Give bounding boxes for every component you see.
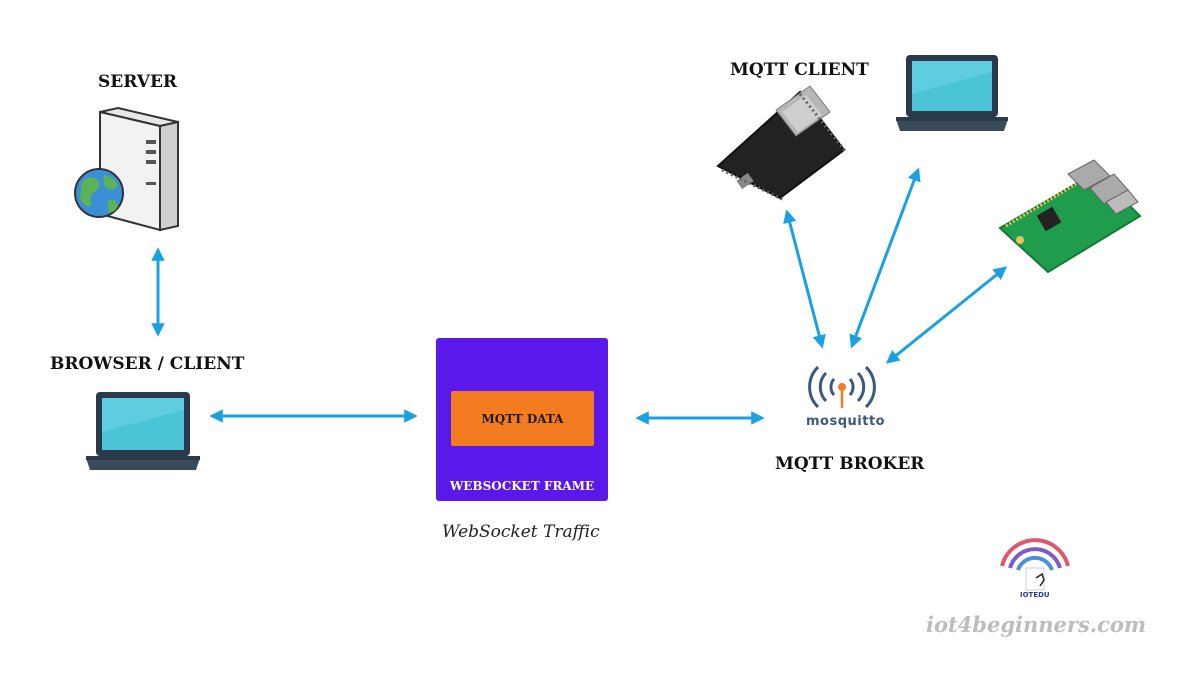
websocket-frame-box: MQTT DATA WEBSOCKET FRAME: [436, 338, 608, 501]
arrow-broker-esp: [783, 209, 826, 349]
server-label: SERVER: [98, 72, 178, 92]
browser-client-label: BROWSER / CLIENT: [50, 354, 245, 374]
mqtt-client-label: MQTT CLIENT: [730, 60, 869, 80]
laptop-icon: [896, 55, 1008, 131]
mqtt-broker-label: MQTT BROKER: [775, 454, 925, 474]
laptop-icon: [86, 392, 200, 470]
mosquitto-logo-icon: [808, 365, 876, 409]
iotedu-logo-icon: [1000, 538, 1070, 591]
arrow-broker-raspberrypi: [885, 266, 1008, 364]
mqtt-data-label: MQTT DATA: [481, 411, 564, 426]
iotedu-logo-text: IOTEDU: [1020, 591, 1050, 599]
mqtt-data-box: MQTT DATA: [451, 391, 594, 446]
esp-board-icon: [716, 85, 848, 202]
arrow-broker-laptop: [849, 167, 921, 349]
websocket-traffic-caption: WebSocket Traffic: [442, 522, 600, 542]
site-watermark: iot4beginners.com: [926, 612, 1147, 637]
mosquitto-logo-text: mosquitto: [806, 414, 886, 429]
globe-icon: [74, 168, 124, 218]
raspberry-pi-icon: [998, 159, 1142, 274]
websocket-frame-label: WEBSOCKET FRAME: [449, 479, 595, 493]
